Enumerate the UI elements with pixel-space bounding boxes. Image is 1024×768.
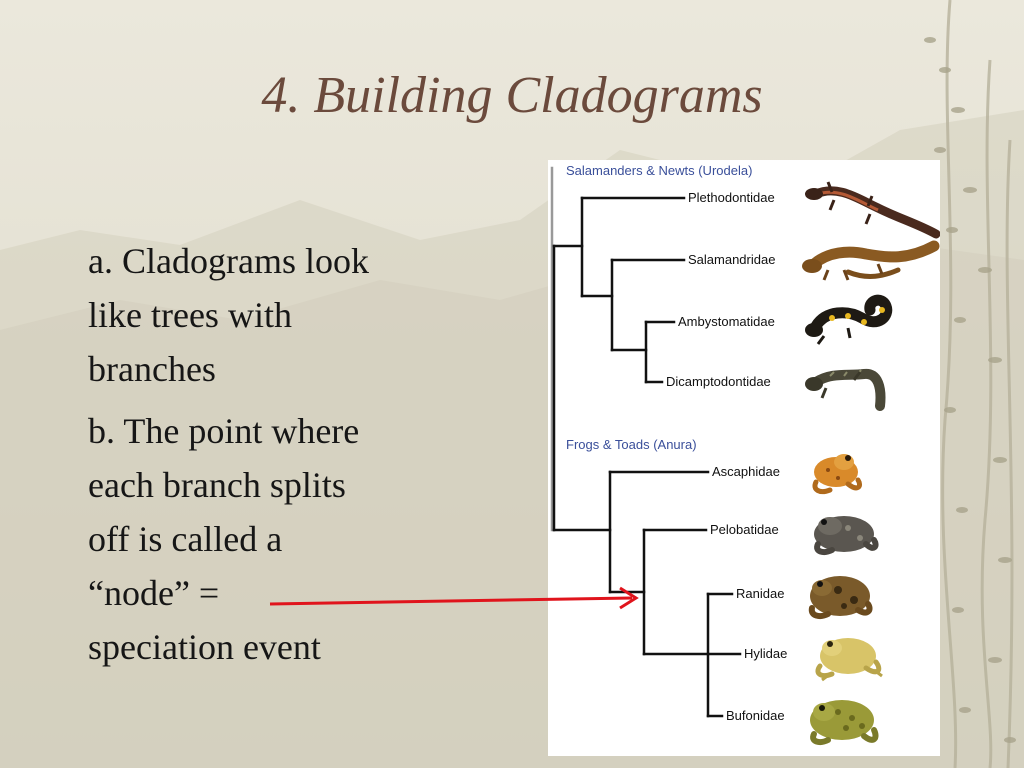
salamandridae-newt-icon	[802, 240, 940, 281]
bullet-b-line-4: “node” =	[88, 573, 220, 613]
cladogram-figure: Salamanders & Newts (Urodela) Frogs & To…	[548, 160, 940, 756]
bullet-a-line-1: a. Cladograms look	[88, 241, 369, 281]
bullet-b: b. The point where each branch splits of…	[88, 404, 488, 674]
bullet-a: a. Cladograms look like trees with branc…	[88, 234, 488, 396]
slide-title: 4. Building Cladograms	[261, 67, 763, 124]
bullet-a-line-3: branches	[88, 349, 216, 389]
hylidae-treefrog-icon	[815, 638, 883, 682]
taxon-bufonidae: Bufonidae	[726, 708, 785, 723]
ascaphidae-frog-icon	[812, 454, 862, 495]
taxon-ascaphidae: Ascaphidae	[712, 464, 780, 479]
plethodontidae-salamander-icon	[805, 181, 940, 239]
taxon-dicamptodontidae: Dicamptodontidae	[666, 374, 771, 389]
dicamptodontidae-salamander-icon	[805, 368, 886, 411]
cladogram-branches	[550, 166, 742, 718]
bullet-a-line-2: like trees with	[88, 295, 292, 335]
cladogram-svg: Salamanders & Newts (Urodela) Frogs & To…	[550, 163, 940, 745]
taxon-hylidae: Hylidae	[744, 646, 787, 661]
taxon-salamandridae: Salamandridae	[688, 252, 775, 267]
group-label-urodela: Salamanders & Newts (Urodela)	[566, 163, 752, 178]
taxon-ranidae: Ranidae	[736, 586, 784, 601]
taxon-pelobatidae: Pelobatidae	[710, 522, 779, 537]
bullet-b-line-5: speciation event	[88, 627, 321, 667]
pelobatidae-toad-icon	[814, 516, 879, 555]
ambystomatidae-spotted-salamander-icon	[805, 294, 893, 345]
ranidae-frog-icon	[808, 576, 873, 619]
bullet-b-line-3: off is called a	[88, 519, 283, 559]
group-label-anura: Frogs & Toads (Anura)	[566, 437, 697, 452]
bullet-b-line-2: each branch splits	[88, 465, 346, 505]
branch-decoration	[941, 0, 1014, 768]
bullet-b-line-1: b. The point where	[88, 411, 360, 451]
taxon-plethodontidae: Plethodontidae	[688, 190, 775, 205]
bufonidae-toad-icon	[810, 700, 879, 745]
taxon-ambystomatidae: Ambystomatidae	[678, 314, 775, 329]
bullet-text: a. Cladograms look like trees with branc…	[88, 234, 488, 682]
